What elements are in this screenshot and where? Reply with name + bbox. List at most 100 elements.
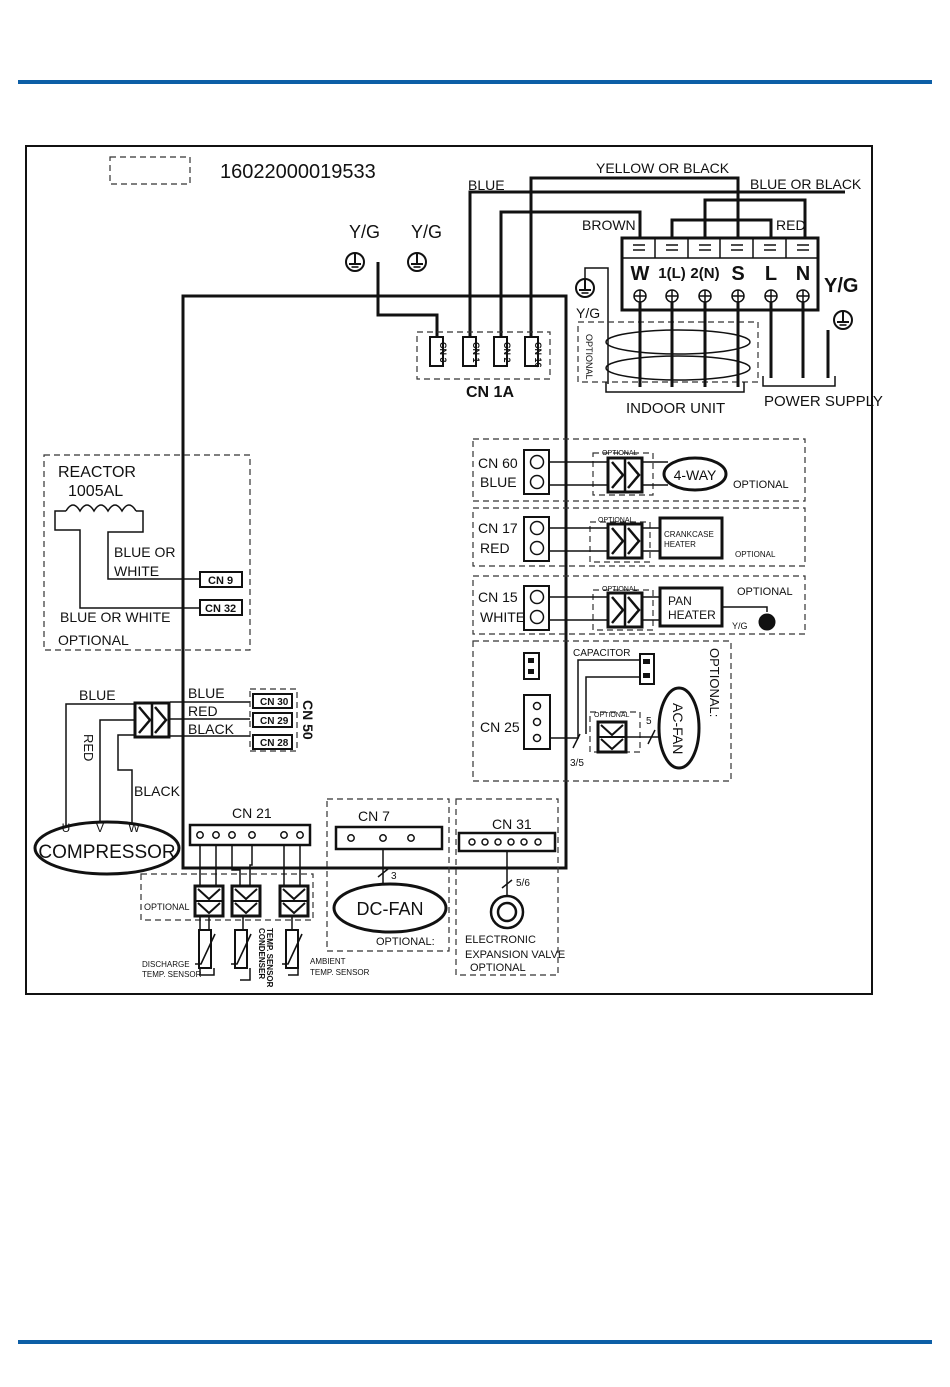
terminal-label-1l: 1(L) xyxy=(658,265,686,282)
cn17-label: CN 17 xyxy=(478,520,518,536)
ground-icon xyxy=(833,310,853,330)
cn25-wire-count-a: 5 xyxy=(646,716,652,727)
capacitor xyxy=(639,653,655,685)
cn50-outline xyxy=(249,688,298,752)
cn29-label: CN 29 xyxy=(260,716,289,727)
cn1a-label: CN 1A xyxy=(466,384,514,401)
cn17-optional: OPTIONAL xyxy=(735,550,776,559)
cn31-wire-count: 5/6 xyxy=(516,878,530,889)
ac-fan-label: AC-FAN xyxy=(670,703,686,754)
eev-line1: ELECTRONIC xyxy=(465,934,536,946)
cn9-connector xyxy=(199,571,243,588)
compressor-terminal-u: U xyxy=(62,821,71,835)
bottom-rule xyxy=(18,1340,932,1344)
cn25-optional: OPTIONAL: xyxy=(707,648,722,717)
terminal-wires xyxy=(376,176,845,340)
indoor-ground-wire xyxy=(584,267,609,384)
compressor-wires xyxy=(65,701,250,832)
wire-label-brown: BROWN xyxy=(582,217,636,233)
cn32-label: CN 32 xyxy=(205,603,236,615)
compressor xyxy=(33,820,181,876)
pan-heater-line1: PAN xyxy=(668,594,692,608)
cn17-color: RED xyxy=(480,540,510,556)
cn60-relay-icon xyxy=(606,456,644,494)
condenser-sensor-line1: CONDENSER xyxy=(257,928,266,979)
reactor-title: REACTOR xyxy=(58,464,136,481)
cn25-relay-optional: OPTIONAL xyxy=(594,712,630,719)
cn25-aux-connector xyxy=(523,652,540,680)
terminal-label-w: W xyxy=(631,263,650,285)
compressor-terminal-w: W xyxy=(128,821,140,835)
sensor2-relay-icon xyxy=(230,884,262,918)
cn15-label: CN 15 xyxy=(478,589,518,605)
cn21-connector xyxy=(188,823,312,847)
cn17-relay-icon xyxy=(606,522,644,560)
cn21-optional-outline xyxy=(140,873,314,921)
diagram-frame xyxy=(25,145,873,995)
sensor-wires xyxy=(199,845,301,981)
cn15-color: WHITE xyxy=(480,609,525,625)
power-supply-bracket xyxy=(762,376,836,387)
blank-label-box xyxy=(109,156,191,185)
compressor-wire-blue: BLUE xyxy=(79,687,116,703)
cn25-connector xyxy=(523,694,551,750)
discharge-sensor-icon xyxy=(194,929,216,969)
cn15-relay-optional: OPTIONAL xyxy=(602,586,638,593)
ground-label-1: Y/G xyxy=(349,222,380,242)
cn17-relay-optional: OPTIONAL xyxy=(598,517,634,524)
wire-label-yellow-or-black: YELLOW OR BLACK xyxy=(596,160,730,176)
cn60-color: BLUE xyxy=(480,474,517,490)
crankcase-heater-line2: HEATER xyxy=(664,540,696,549)
cn29-connector xyxy=(252,712,293,728)
discharge-sensor-line2: TEMP. SENSOR xyxy=(142,970,202,979)
cn28-label: CN 28 xyxy=(260,738,289,749)
indoor-optional-label: OPTIONAL xyxy=(584,334,594,380)
cn1a-pin-cn1: CN 1 xyxy=(471,342,481,363)
cn30-wire-blue: BLUE xyxy=(188,685,225,701)
cn21-optional: OPTIONAL xyxy=(144,902,190,912)
cn60-relay-optional: OPTIONAL xyxy=(602,450,638,457)
ambient-sensor-line1: AMBIENT xyxy=(310,957,346,966)
cn1a-pin-cn16: CN 16 xyxy=(533,342,543,368)
cn21-label: CN 21 xyxy=(232,805,272,821)
dc-fan xyxy=(332,882,448,934)
cn15-relay-icon xyxy=(606,591,644,629)
terminal-label-2n: 2(N) xyxy=(690,265,719,282)
eev-line2: EXPANSION VALVE xyxy=(465,949,565,961)
discharge-sensor-line1: DISCHARGE xyxy=(142,960,190,969)
ferrite-ring xyxy=(605,329,751,355)
indoor-unit-label: INDOOR UNIT xyxy=(626,400,725,417)
control-board xyxy=(181,294,568,870)
ground-label-3: Y/G xyxy=(576,305,600,321)
power-supply-label: POWER SUPPLY xyxy=(764,393,883,410)
compressor-wire-red: RED xyxy=(81,734,96,761)
wire-label-red: RED xyxy=(776,217,806,233)
condenser-sensor-icon xyxy=(230,929,252,969)
cn15-outline xyxy=(472,575,806,635)
cn25-relay-icon xyxy=(596,720,628,754)
ambient-sensor-line2: TEMP. SENSOR xyxy=(310,968,370,977)
cn17-connector xyxy=(523,516,550,562)
cn1a-pin-cn3: CN 3 xyxy=(438,342,448,363)
cn15-connector xyxy=(523,585,550,631)
reactor-wire1-line2: WHITE xyxy=(114,563,159,579)
eev-optional: OPTIONAL xyxy=(470,962,526,974)
capacitor-label: CAPACITOR xyxy=(573,648,630,659)
reactor-wire-2 xyxy=(54,510,200,609)
pan-heater-ground: Y/G xyxy=(732,621,748,631)
cn7-outline xyxy=(326,798,450,952)
cn7-optional: OPTIONAL: xyxy=(376,936,435,948)
cn32-connector xyxy=(199,599,243,616)
ac-fan xyxy=(657,686,701,770)
cn25-label: CN 25 xyxy=(480,719,520,735)
cn60-connector xyxy=(523,449,550,495)
terminal-block: W 1(L) 2(N) S L N xyxy=(620,236,820,312)
cn7-label: CN 7 xyxy=(358,808,390,824)
compressor-relay-icon xyxy=(133,701,171,739)
four-way-label: 4-WAY xyxy=(674,467,717,483)
ferrite-ring xyxy=(605,355,751,381)
part-number: 16022000019533 xyxy=(220,161,376,183)
ground-icon xyxy=(345,252,365,272)
ambient-sensor-icon xyxy=(281,929,303,969)
